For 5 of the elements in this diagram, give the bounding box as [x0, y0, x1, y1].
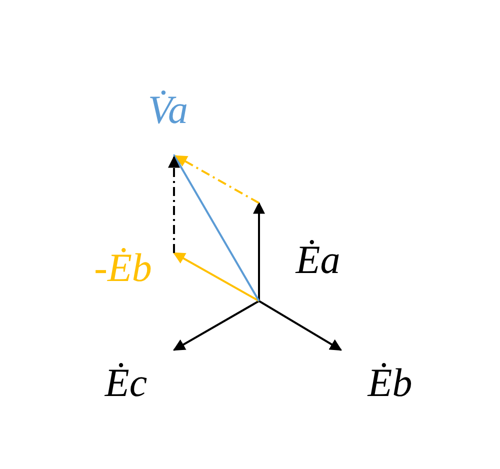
phasor-label: Ėb: [368, 363, 412, 403]
phasor-label: Ėc: [104, 363, 148, 403]
phasor-label: Ėa: [296, 240, 340, 280]
phasor-label: V̇a: [148, 90, 188, 130]
phasor-label: -Ėb: [94, 248, 152, 288]
